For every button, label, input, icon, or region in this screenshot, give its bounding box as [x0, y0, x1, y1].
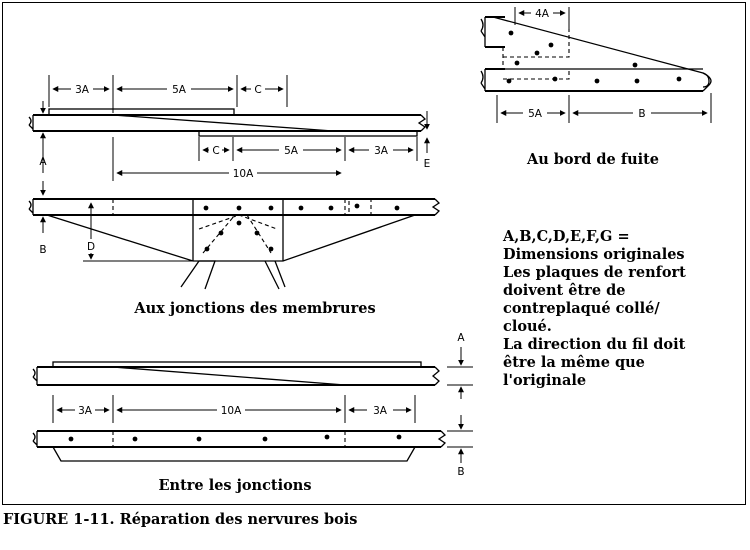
note-line: La direction du fil doit: [503, 336, 686, 353]
left-break: [28, 115, 34, 131]
te-nails: [506, 30, 682, 84]
dim-4a-te: 4A: [535, 8, 550, 20]
dim-c-bottom: C: [212, 145, 219, 157]
figure-caption: FIGURE 1-11. Réparation des nervures boi…: [3, 511, 358, 528]
dim-10a-mid: 10A: [221, 405, 242, 417]
dim-3a-left: 3A: [78, 405, 93, 417]
dim-a-left: A: [39, 156, 47, 168]
dim-3a-right: 3A: [373, 405, 388, 417]
title-trailing-edge: Au bord de fuite: [526, 151, 659, 168]
note-line: A,B,C,D,E,F,G =: [502, 228, 630, 245]
figure-frame: 3A 5A C A E C 5A 3A 10A: [2, 2, 746, 505]
lower-plate: [52, 446, 416, 462]
right-break: [417, 114, 427, 132]
left-diagonal-member: [180, 260, 216, 290]
repair-diagram: 3A 5A C A E C 5A 3A 10A: [28, 7, 712, 494]
dim-3a-bottom: 3A: [374, 145, 389, 157]
dim-a-right: A: [457, 332, 465, 344]
dim-e-right: E: [424, 158, 431, 170]
note-line: cloué.: [503, 318, 552, 335]
dim-5a-top: 5A: [172, 84, 187, 96]
scarf-line: [112, 114, 334, 132]
te-left-break-top: [480, 17, 486, 47]
dim-c-top: C: [254, 84, 261, 96]
dim-b-te: B: [638, 108, 645, 120]
te-left-break-bottom: [480, 69, 486, 91]
note-line: l'originale: [503, 372, 586, 389]
joint-nails: [203, 203, 400, 252]
note-line: être la même que: [503, 354, 645, 371]
title-between-joints: Entre les jonctions: [158, 477, 311, 494]
member-joint-view: B D: [28, 181, 441, 290]
trailing-edge-view: 4A 5A B: [480, 7, 712, 123]
upper-plate: [52, 361, 422, 368]
joint-right-break: [431, 198, 441, 216]
dim-b-right: B: [457, 466, 464, 478]
note-line: Les plaques de renfort: [503, 264, 686, 281]
note-line: Dimensions originales: [503, 246, 685, 263]
dim-3a-top: 3A: [75, 84, 90, 96]
top-reinforcing-plate: [48, 108, 235, 116]
dim-5a-bottom: 5A: [284, 145, 299, 157]
dim-d-joint: D: [87, 241, 95, 253]
between-joints-view: 3A 10A 3A A B: [32, 332, 473, 478]
dim-b-joint: B: [39, 244, 46, 256]
title-member-joints: Aux jonctions des membrures: [133, 300, 375, 317]
note-line: doivent être de: [503, 282, 625, 299]
dim-5a-te: 5A: [528, 108, 543, 120]
between-nails: [68, 434, 402, 442]
joint-left-break: [28, 199, 34, 215]
between-scarf-line: [112, 366, 346, 386]
scarf-splice-view: 3A 5A C A E C 5A 3A 10A: [28, 75, 431, 181]
note-block: A,B,C,D,E,F,G = Dimensions originales Le…: [502, 228, 686, 389]
dim-10a-overall: 10A: [233, 168, 254, 180]
joint-reinforcing-plate: [46, 214, 416, 262]
bottom-reinforcing-plate: [198, 130, 418, 137]
right-diagonal-member: [264, 260, 286, 290]
note-line: contreplaqué collé/: [503, 300, 660, 317]
